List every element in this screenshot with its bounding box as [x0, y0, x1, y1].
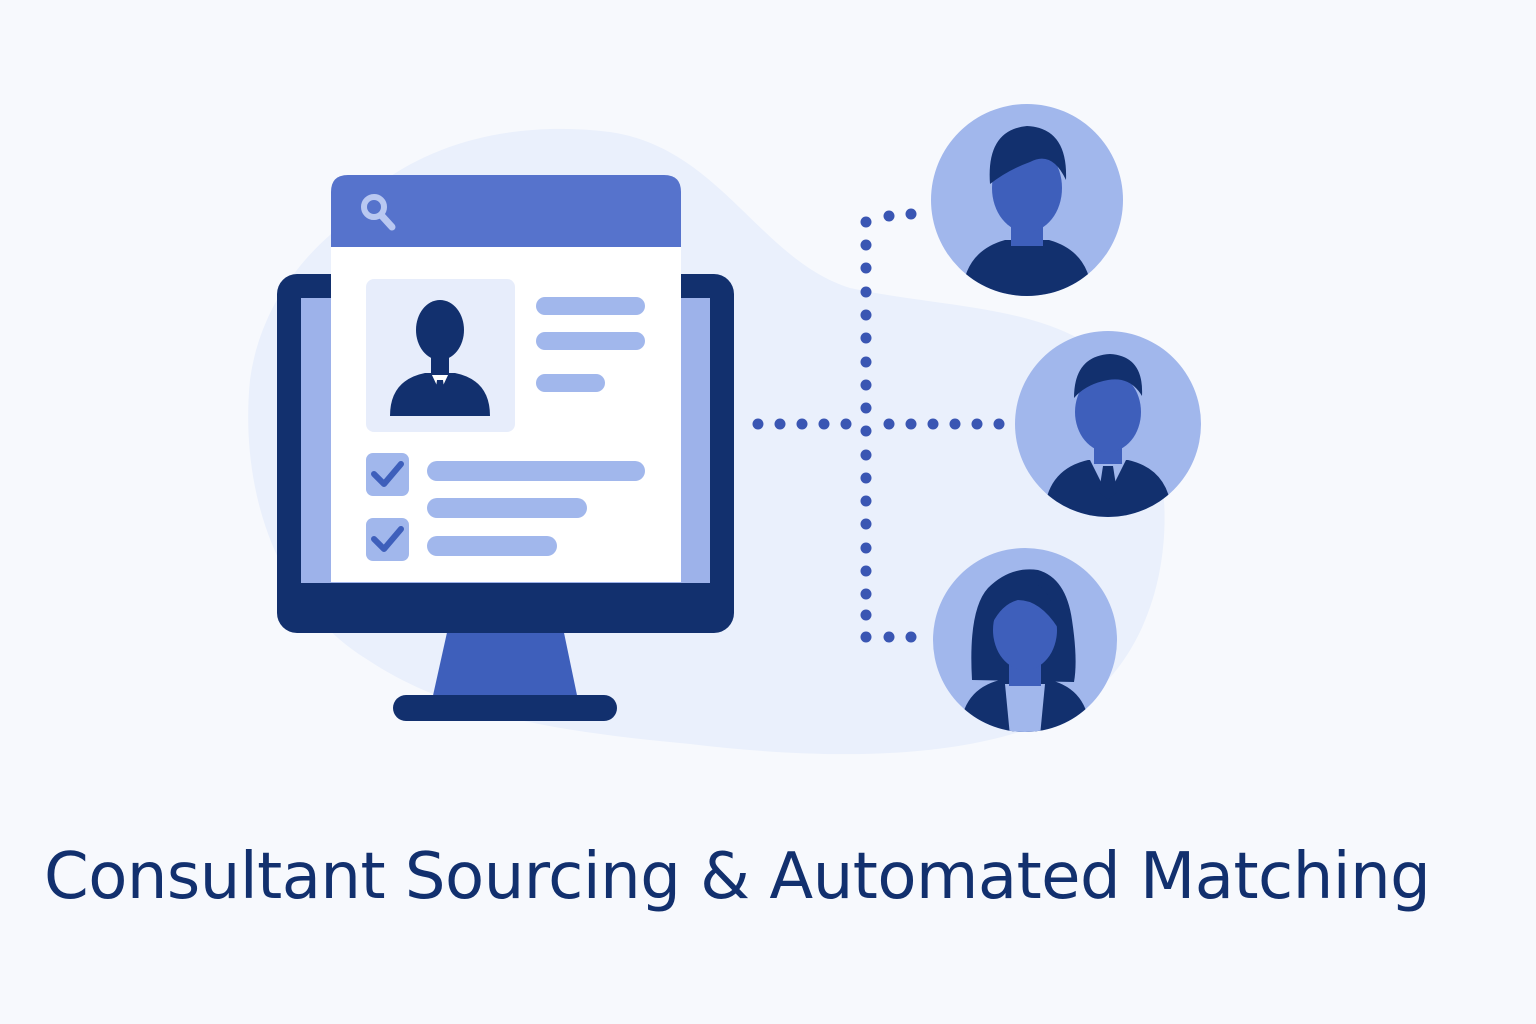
candidate-avatar-1 [931, 104, 1123, 296]
checklist-item-2 [366, 518, 557, 561]
profile-info-line-3 [536, 374, 605, 392]
profile-info-line-2 [536, 332, 645, 350]
monitor-stand-base [393, 695, 617, 721]
person-with-tie-icon [390, 300, 490, 416]
person-with-tie-icon [1044, 354, 1172, 517]
candidate-avatar-3 [933, 548, 1117, 732]
monitor-stand-neck [432, 628, 578, 700]
candidate-avatar-2 [1015, 331, 1201, 517]
checklist-line [427, 536, 557, 556]
dotted-connector [752, 208, 1005, 643]
checklist-line-sub [427, 498, 587, 518]
window-titlebar [331, 175, 681, 247]
search-icon [361, 194, 396, 231]
checkmark-icon [371, 526, 404, 552]
woman-icon [960, 569, 1090, 732]
checkmark-icon [371, 461, 404, 487]
checklist-item-1 [366, 453, 645, 496]
person-icon [962, 126, 1092, 296]
caption-title: Consultant Sourcing & Automated Matching [44, 840, 1431, 914]
profile-info-line-1 [536, 297, 645, 315]
profile-window [331, 175, 681, 582]
checklist-line [427, 461, 645, 481]
